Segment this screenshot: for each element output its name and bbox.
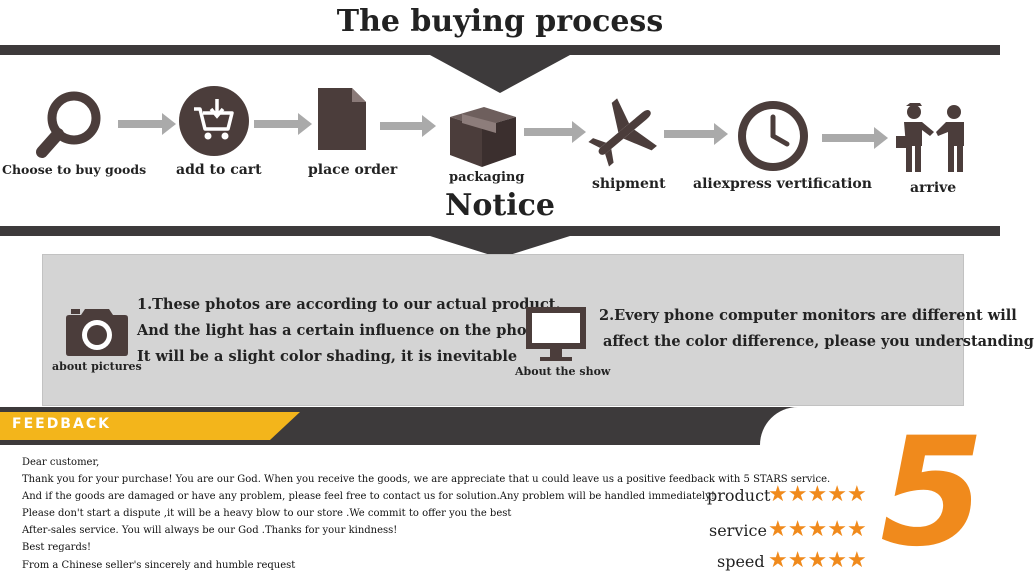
notice-show-line: affect the color difference, please you …: [603, 333, 1034, 350]
notice-show-line: 2.Every phone computer monitors are diff…: [599, 307, 1017, 324]
rating-stars-product: ★★★★★: [768, 484, 867, 506]
box-icon: [446, 103, 520, 173]
step-label-choose: Choose to buy goods: [2, 162, 147, 177]
star-icon: ★: [807, 548, 828, 573]
step-label-arrive: arrive: [910, 180, 957, 196]
clock-icon: [737, 100, 809, 176]
star-icon: ★: [768, 517, 788, 542]
star-icon: ★: [807, 517, 828, 542]
notice-pictures-line: And the light has a certain influence on…: [137, 322, 548, 339]
star-icon: ★: [827, 482, 847, 507]
monitor-icon: [524, 305, 588, 367]
star-icon: ★: [846, 517, 867, 542]
airplane-icon: [586, 98, 662, 172]
step-label-cart: add to cart: [176, 162, 262, 178]
letter-line: Please don't start a dispute ,it will be…: [22, 508, 512, 519]
star-icon: ★: [846, 482, 867, 507]
letter-line: Best regards!: [22, 542, 91, 553]
feedback-banner-accent: [0, 412, 300, 440]
letter-line: Thank you for your purchase! You are our…: [22, 474, 831, 485]
flow-arrow: [380, 115, 436, 137]
feedback-banner-label: FEEDBACK: [12, 416, 111, 432]
flow-arrow: [254, 113, 312, 135]
feedback-banner-curve: [760, 407, 1000, 445]
cart-icon: [178, 85, 250, 161]
letter-line: Dear customer,: [22, 457, 100, 468]
star-icon: ★: [768, 548, 788, 573]
step-label-verification: aliexpress vertification: [693, 176, 872, 192]
page-title: The buying process: [336, 4, 664, 39]
rating-label-product: product: [707, 486, 771, 505]
document-icon: [316, 86, 368, 156]
flow-arrow: [664, 123, 728, 145]
notice-pictures-line: It will be a slight color shading, it is…: [137, 348, 518, 365]
about-show-label: About the show: [515, 365, 611, 378]
handshake-icon: [896, 102, 972, 178]
five-star-number: 5: [880, 406, 985, 580]
notice-divider: [0, 226, 1000, 236]
top-divider: [0, 45, 1000, 55]
rating-label-speed: speed: [717, 552, 765, 571]
letter-line: And if the goods are damaged or have any…: [22, 491, 715, 502]
notice-divider-notch: [430, 236, 570, 258]
step-label-order: place order: [308, 162, 398, 178]
flow-arrow: [118, 113, 176, 135]
rating-stars-speed: ★★★★★: [768, 550, 867, 572]
top-divider-notch: [430, 55, 570, 93]
notice-title: Notice: [444, 188, 556, 223]
notice-pictures-line: 1.These photos are according to our actu…: [137, 296, 561, 313]
star-icon: ★: [827, 548, 847, 573]
star-icon: ★: [768, 482, 788, 507]
rating-stars-service: ★★★★★: [768, 519, 867, 541]
star-icon: ★: [807, 482, 828, 507]
star-icon: ★: [827, 517, 847, 542]
flow-arrow: [822, 127, 888, 149]
letter-line: From a Chinese seller's sincerely and hu…: [22, 560, 296, 571]
rating-label-service: service: [709, 521, 767, 540]
notice-panel: [42, 254, 964, 406]
star-icon: ★: [787, 517, 808, 542]
camera-icon: [65, 303, 129, 361]
letter-line: After-sales service. You will always be …: [22, 525, 398, 536]
star-icon: ★: [787, 482, 808, 507]
about-pictures-label: about pictures: [52, 360, 142, 373]
flow-arrow: [524, 121, 586, 143]
step-label-packaging: packaging: [449, 170, 525, 185]
step-label-shipment: shipment: [592, 176, 666, 192]
star-icon: ★: [846, 548, 867, 573]
search-icon: [36, 88, 106, 164]
star-icon: ★: [787, 548, 808, 573]
